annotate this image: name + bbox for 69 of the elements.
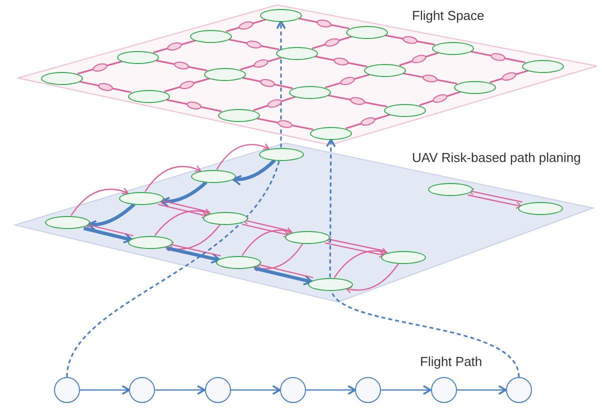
arrow [158, 198, 208, 212]
link-line [164, 78, 210, 92]
arrow [254, 266, 314, 286]
arrow [166, 246, 221, 264]
dashed-connector [66, 160, 280, 378]
arrow [456, 385, 507, 395]
layer-title: UAV Risk-based path planing [412, 150, 581, 165]
path-point-circle [54, 377, 80, 403]
link-line [384, 34, 436, 46]
link-line [490, 70, 528, 84]
arrow [334, 248, 388, 278]
arrow [83, 226, 134, 244]
link-line [325, 74, 370, 88]
link-line [419, 90, 461, 106]
arrow [242, 224, 290, 238]
arrow [144, 165, 202, 192]
layer-title: Flight Space [412, 8, 484, 23]
arrow [164, 224, 221, 252]
arrow [252, 243, 304, 272]
link-line [228, 38, 280, 50]
link-line [346, 114, 390, 130]
link-line [166, 98, 222, 112]
arrow [325, 236, 386, 252]
link-line [226, 18, 266, 32]
arrow [80, 385, 130, 395]
link-line [256, 118, 314, 130]
link-line [240, 56, 282, 70]
link-line [79, 80, 132, 94]
arrow [154, 208, 210, 236]
layer-title: Flight Path [420, 354, 482, 369]
path-point-circle [430, 377, 456, 403]
arrow [324, 242, 385, 258]
arrow [216, 143, 270, 170]
arrow [70, 188, 128, 216]
arrow [468, 188, 522, 203]
arrow [158, 204, 208, 218]
arrow [155, 385, 206, 395]
link-line [312, 36, 352, 50]
arrow [160, 180, 208, 208]
link-line [399, 52, 439, 66]
arrow [306, 385, 356, 395]
arrow [242, 218, 290, 232]
arrow [242, 228, 292, 256]
path-point-circle [355, 377, 382, 403]
arrow [230, 385, 281, 395]
link-line [328, 94, 388, 108]
arrow [346, 263, 400, 294]
link-line [298, 18, 350, 30]
path-point-circle [129, 377, 156, 403]
dashed-connector [326, 138, 336, 278]
link-line [77, 60, 123, 74]
link-line [402, 72, 458, 84]
link-line [253, 96, 296, 112]
arrow [168, 242, 221, 256]
dashed-connector [276, 20, 286, 148]
arrow [86, 202, 136, 230]
path-point-circle [204, 377, 231, 403]
link-line [242, 76, 293, 90]
arrow [255, 262, 314, 278]
arrow [232, 159, 276, 186]
arrow [84, 222, 134, 236]
arrow [468, 194, 522, 209]
link-line [314, 56, 368, 68]
link-line [470, 50, 526, 64]
path-point-circle [280, 377, 306, 403]
arrow [381, 385, 432, 395]
path-point-circle [506, 377, 532, 403]
link-line [156, 60, 208, 72]
link-line [153, 40, 196, 54]
